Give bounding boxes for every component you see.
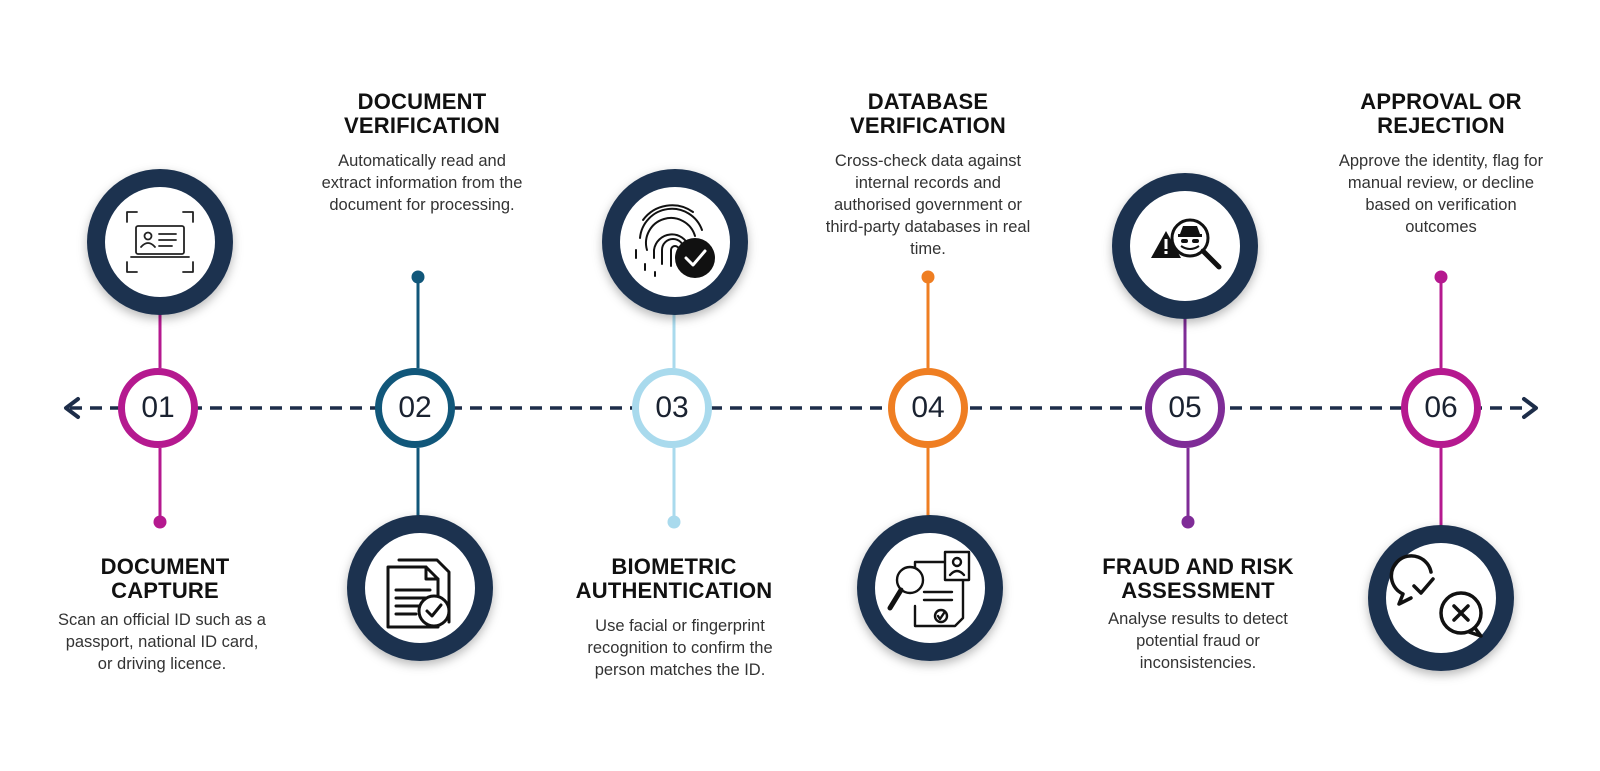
approve-reject-chat-icon bbox=[1389, 554, 1483, 638]
step-number-05: 05 bbox=[1168, 391, 1202, 424]
step-description-02: Automatically read and extract informati… bbox=[321, 152, 523, 214]
step-title-06-line2: REJECTION bbox=[1377, 113, 1505, 138]
connector-dot-05 bbox=[1181, 515, 1195, 529]
step-title-06: APPROVAL OR REJECTION bbox=[1311, 90, 1571, 138]
connector-dot-06 bbox=[1434, 270, 1448, 284]
step-title-05-line2: ASSESSMENT bbox=[1121, 578, 1275, 603]
step-ring-06 bbox=[1401, 368, 1481, 448]
badge-04 bbox=[857, 515, 1003, 661]
step-description-05: Analyse results to detect potential frau… bbox=[1108, 610, 1288, 672]
timeline-axis bbox=[64, 397, 1538, 419]
connector-dot-02 bbox=[411, 270, 425, 284]
step-ring-04 bbox=[888, 368, 968, 448]
step-title-05: FRAUD AND RISK ASSESSMENT bbox=[1068, 555, 1328, 603]
connectors bbox=[153, 270, 1448, 529]
step-title-02-line1: DOCUMENT bbox=[357, 89, 487, 114]
step-title-01-line2: CAPTURE bbox=[111, 578, 219, 603]
step-title-05-line1: FRAUD AND RISK bbox=[1102, 554, 1294, 579]
step-title-02-line2: VERIFICATION bbox=[344, 113, 500, 138]
step-ring-03 bbox=[632, 368, 712, 448]
step-description-03: Use facial or fingerprint recognition to… bbox=[587, 617, 773, 679]
left-arrow-icon bbox=[64, 397, 80, 419]
step-number-03: 03 bbox=[655, 391, 689, 424]
step-title-03-line2: AUTHENTICATION bbox=[575, 578, 773, 603]
profile-search-icon bbox=[887, 550, 971, 628]
right-arrow-icon bbox=[1522, 397, 1538, 419]
id-card-scan-icon bbox=[126, 211, 194, 273]
connector-dot-04 bbox=[921, 270, 935, 284]
step-ring-02 bbox=[375, 368, 455, 448]
badge-03 bbox=[602, 169, 748, 315]
step-title-06-line1: APPROVAL OR bbox=[1360, 89, 1522, 114]
badge-05 bbox=[1112, 173, 1258, 319]
document-check-icon bbox=[386, 558, 451, 629]
step-number-01: 01 bbox=[141, 391, 175, 424]
fingerprint-check-icon bbox=[635, 204, 715, 278]
step-number-02: 02 bbox=[398, 391, 432, 424]
step-number-06: 06 bbox=[1424, 391, 1458, 424]
icon-badges bbox=[87, 169, 1514, 671]
step-title-01: DOCUMENT CAPTURE bbox=[35, 555, 295, 603]
badge-06 bbox=[1368, 525, 1514, 671]
step-description-06: Approve the identity, flag for manual re… bbox=[1338, 152, 1544, 236]
step-title-03-line1: BIOMETRIC bbox=[611, 554, 737, 579]
step-title-02: DOCUMENT VERIFICATION bbox=[292, 90, 552, 138]
step-ring-05 bbox=[1145, 368, 1225, 448]
step-ring-01 bbox=[118, 368, 198, 448]
fraud-alert-search-icon bbox=[1151, 218, 1222, 270]
step-description-01: Scan an official ID such as a passport, … bbox=[58, 611, 266, 673]
number-rings bbox=[118, 368, 1481, 448]
badge-01 bbox=[87, 169, 233, 315]
step-title-01-line1: DOCUMENT bbox=[100, 554, 230, 579]
step-title-04-line2: VERIFICATION bbox=[850, 113, 1006, 138]
step-description-04: Cross-check data against internal record… bbox=[825, 152, 1031, 258]
connector-dot-01 bbox=[153, 515, 167, 529]
step-title-04: DATABASE VERIFICATION bbox=[798, 90, 1058, 138]
step-number-04: 04 bbox=[911, 391, 945, 424]
connector-dot-03 bbox=[667, 515, 681, 529]
step-title-03: BIOMETRIC AUTHENTICATION bbox=[544, 555, 804, 603]
step-title-04-line1: DATABASE bbox=[867, 89, 989, 114]
